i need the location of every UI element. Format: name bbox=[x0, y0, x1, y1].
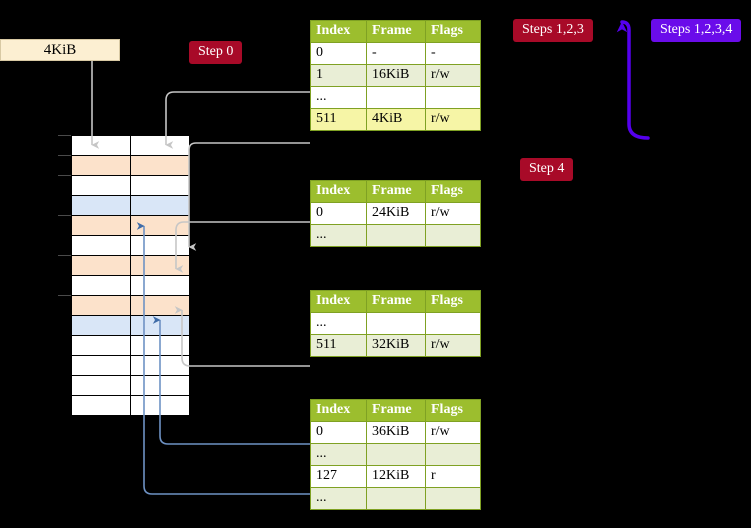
cell-flags: r/w bbox=[425, 202, 481, 225]
cell-index: 511 bbox=[310, 108, 367, 131]
table-header-index: Index bbox=[310, 180, 367, 203]
cell-index: ... bbox=[310, 224, 367, 247]
cell-frame bbox=[366, 86, 426, 109]
cell-frame: 24KiB bbox=[366, 202, 426, 225]
badge-step-4: Step 4 bbox=[520, 158, 574, 181]
table-header-flags: Flags bbox=[425, 290, 481, 313]
table-header-index: Index bbox=[310, 399, 367, 422]
table-header-flags: Flags bbox=[425, 20, 481, 43]
cell-index: 0 bbox=[310, 42, 367, 65]
cell-flags: r/w bbox=[425, 334, 481, 357]
cell-flags bbox=[425, 312, 481, 335]
memory-tick bbox=[58, 155, 71, 156]
table-header-flags: Flags bbox=[425, 180, 481, 203]
table-row: ... bbox=[310, 86, 481, 109]
connector-pt1-4kib bbox=[188, 142, 310, 251]
cell-index: 1 bbox=[310, 64, 367, 87]
table-header-frame: Frame bbox=[366, 290, 426, 313]
steps-loop-arrow bbox=[616, 20, 650, 140]
table-row: ... bbox=[310, 224, 481, 247]
cell-frame: 12KiB bbox=[366, 465, 426, 488]
table-header-frame: Frame bbox=[366, 180, 426, 203]
cell-index: ... bbox=[310, 487, 367, 510]
badge-step-0: Step 0 bbox=[189, 41, 243, 64]
table-header-index: Index bbox=[310, 20, 367, 43]
table-header-index: Index bbox=[310, 290, 367, 313]
cell-flags: - bbox=[425, 42, 481, 65]
table-row: 0-- bbox=[310, 42, 481, 65]
cell-frame: 36KiB bbox=[366, 421, 426, 444]
cell-index: 511 bbox=[310, 334, 367, 357]
cell-index: 0 bbox=[310, 421, 367, 444]
cell-frame bbox=[366, 224, 426, 247]
memory-column-divider bbox=[130, 135, 131, 415]
cell-flags bbox=[425, 224, 481, 247]
cell-index: ... bbox=[310, 312, 367, 335]
cell-flags: r bbox=[425, 465, 481, 488]
table-header-frame: Frame bbox=[366, 399, 426, 422]
memory-tick bbox=[58, 215, 71, 216]
memory-tick bbox=[58, 295, 71, 296]
connector-pt3-32kib bbox=[174, 306, 310, 367]
badge-steps-1-2-3-4: Steps 1,2,3,4 bbox=[651, 19, 742, 42]
cell-flags: r/w bbox=[425, 64, 481, 87]
cell-index: 127 bbox=[310, 465, 367, 488]
cell-frame: - bbox=[366, 42, 426, 65]
cell-index: 0 bbox=[310, 202, 367, 225]
cell-flags: r/w bbox=[425, 108, 481, 131]
cell-index: ... bbox=[310, 86, 367, 109]
cell-frame bbox=[366, 443, 426, 466]
cell-frame: 4KiB bbox=[366, 108, 426, 131]
memory-tick bbox=[58, 135, 71, 136]
cell-flags: r/w bbox=[425, 421, 481, 444]
cell-index: ... bbox=[310, 443, 367, 466]
table-row: ... bbox=[310, 443, 481, 466]
cell-flags bbox=[425, 86, 481, 109]
table-row: ... bbox=[310, 312, 481, 335]
memory-tick bbox=[58, 175, 71, 176]
table-header-flags: Flags bbox=[425, 399, 481, 422]
cell-frame: 16KiB bbox=[366, 64, 426, 87]
cell-frame bbox=[366, 312, 426, 335]
frame-size-box: 4KiB bbox=[0, 39, 120, 61]
connector-pt2-24kib bbox=[175, 221, 310, 273]
cell-flags bbox=[425, 443, 481, 466]
cell-frame: 32KiB bbox=[366, 334, 426, 357]
table-header-frame: Frame bbox=[366, 20, 426, 43]
memory-tick bbox=[58, 255, 71, 256]
cell-frame bbox=[366, 487, 426, 510]
badge-steps-1-2-3: Steps 1,2,3 bbox=[513, 19, 593, 42]
cell-flags bbox=[425, 487, 481, 510]
table-row: ... bbox=[310, 487, 481, 510]
